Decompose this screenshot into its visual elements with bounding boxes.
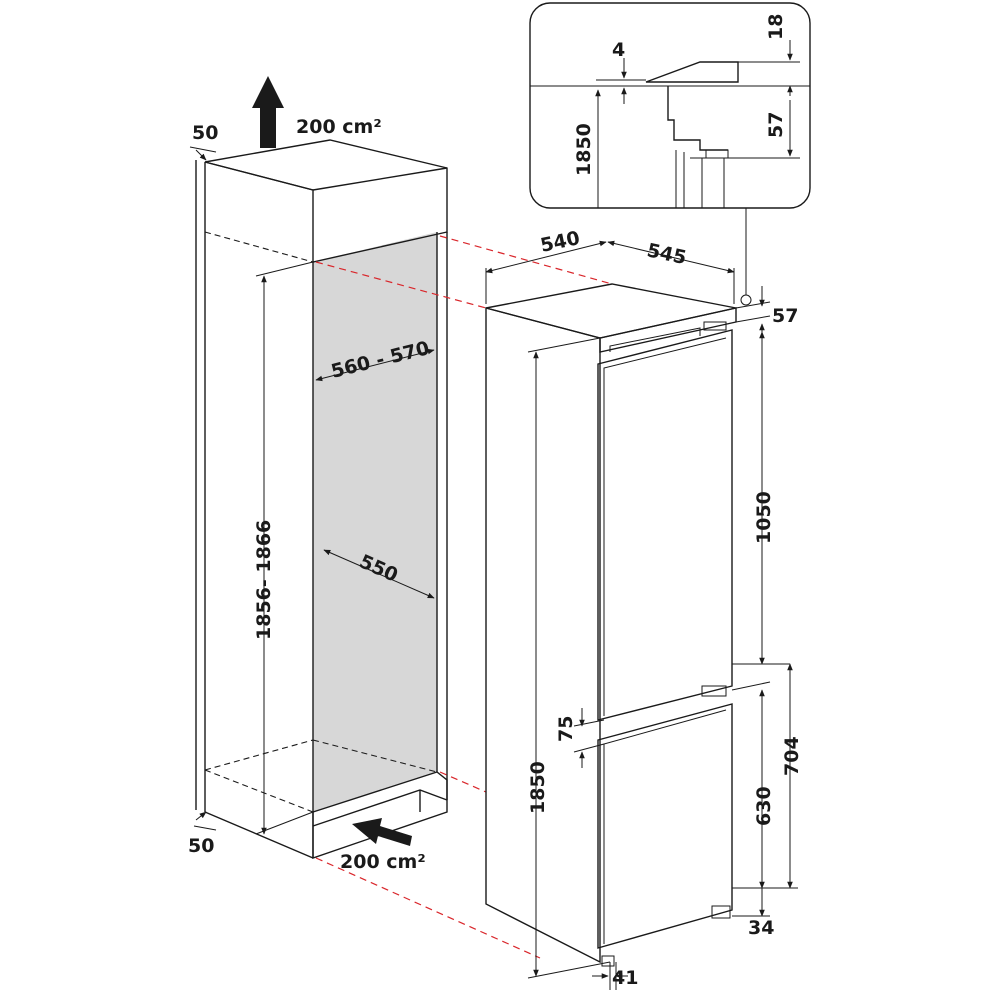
top-gap-label: 50	[192, 122, 218, 144]
bottom-gap-label: 50	[188, 835, 214, 857]
detail-frame	[529, 2, 811, 209]
vent-top-arrow	[252, 76, 284, 148]
fridge-door	[597, 329, 733, 721]
total-height-label: 1850	[527, 761, 549, 814]
vent-top-label: 200 cm²	[296, 116, 382, 138]
appliance: 540 545 57 1050 75 704 630 34 41 1850	[485, 208, 803, 990]
appliance-side	[485, 307, 601, 964]
depth-door-label: 545	[645, 239, 688, 269]
detail-hinge-label: 57	[765, 112, 787, 138]
niche-floor	[312, 771, 448, 859]
detail-inset: 4 18 1850 57	[529, 2, 811, 209]
vent-bottom-label: 200 cm²	[340, 851, 426, 873]
freezer-section-label: 704	[781, 736, 803, 776]
freezer-door-label: 630	[753, 786, 775, 826]
reference-lines	[315, 235, 613, 959]
vent-bottom-arrow	[352, 818, 412, 846]
fridge-door-height-label: 1050	[753, 491, 775, 544]
detail-thickness-label: 18	[765, 14, 787, 40]
cabinet-niche: 200 cm² 200 cm² 50 50 560 - 570 1856- 18…	[188, 76, 448, 873]
niche-height-label: 1856- 1866	[253, 520, 275, 640]
base-height-label: 41	[612, 967, 638, 989]
top-clearance-label: 57	[772, 305, 798, 327]
door-gap-label: 75	[555, 716, 577, 742]
depth-label: 540	[538, 227, 581, 257]
freezer-door	[597, 703, 733, 949]
detail-height-label: 1850	[573, 123, 595, 176]
niche-cavity	[313, 232, 437, 812]
bottom-offset-label: 34	[748, 917, 774, 939]
detail-gap-label: 4	[612, 39, 625, 61]
